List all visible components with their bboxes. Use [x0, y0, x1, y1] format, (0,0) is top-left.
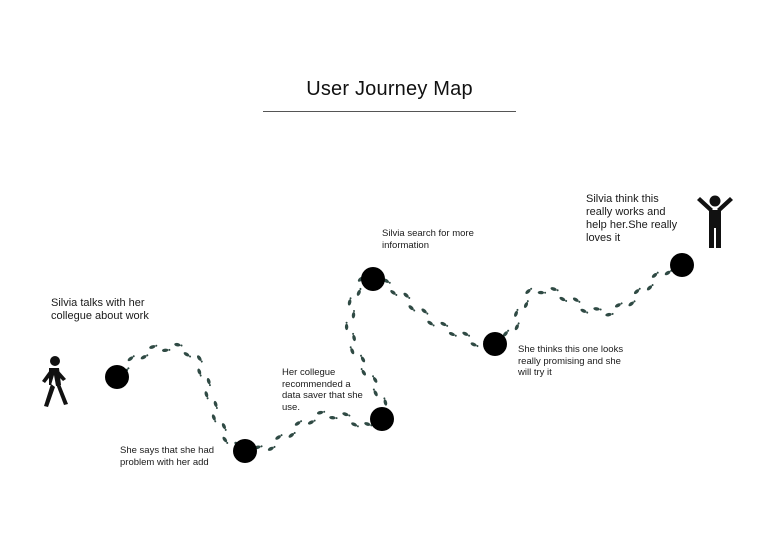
- footprint: [222, 436, 229, 444]
- footprint: [646, 284, 654, 291]
- footprint: [196, 355, 203, 363]
- footprint: [267, 445, 276, 451]
- milestone-1: [105, 365, 129, 389]
- footprint: [559, 296, 568, 302]
- footprint: [294, 420, 303, 426]
- footprint: [593, 307, 602, 311]
- footprint: [408, 305, 416, 312]
- note-loves: Silvia think this really works and help …: [586, 193, 678, 244]
- footprint: [514, 322, 520, 331]
- footprint: [213, 400, 218, 410]
- footprint: [183, 352, 192, 358]
- footprint: [427, 320, 435, 327]
- celebrating-person-icon: [697, 195, 733, 248]
- footprint: [356, 287, 362, 296]
- footprint: [288, 431, 296, 438]
- footprint: [329, 415, 338, 420]
- footprint: [347, 297, 352, 306]
- footprint: [344, 321, 349, 331]
- footprint: [360, 368, 367, 376]
- footprint: [221, 423, 227, 431]
- milestone-3: [370, 407, 394, 431]
- footprint: [572, 297, 581, 303]
- footprint: [364, 422, 373, 427]
- footprint: [383, 397, 388, 406]
- footprint: [349, 346, 355, 355]
- note-promising: She thinks this one looks really promisi…: [518, 344, 624, 378]
- footprint: [537, 290, 547, 295]
- footprint: [372, 388, 378, 397]
- footprint: [550, 287, 559, 292]
- milestone-5: [483, 332, 507, 356]
- footprint: [316, 410, 326, 415]
- milestone-6: [670, 253, 694, 277]
- note-problem: She says that she had problem with her a…: [120, 445, 215, 468]
- footprint: [514, 308, 519, 317]
- note-recommended: Her collegue recommended a data saver th…: [282, 367, 363, 413]
- footprint: [162, 348, 171, 353]
- footprint: [204, 391, 209, 400]
- footprint: [127, 355, 135, 362]
- title-underline: [263, 111, 516, 112]
- footprint: [448, 331, 457, 337]
- footprint: [614, 302, 623, 308]
- footprint: [342, 412, 351, 417]
- footprint: [462, 331, 471, 337]
- footprint: [352, 332, 356, 342]
- footprint: [628, 300, 636, 307]
- footprint: [440, 321, 449, 327]
- footprint: [390, 290, 398, 296]
- footprint: [206, 377, 211, 387]
- footprint: [633, 287, 641, 295]
- milestone-4: [361, 267, 385, 291]
- footprint: [174, 342, 183, 347]
- footprint: [372, 375, 378, 383]
- footprint: [149, 344, 158, 349]
- walking-person-icon: [42, 356, 68, 407]
- footprint: [275, 434, 283, 440]
- footprint: [359, 354, 366, 363]
- footprint: [403, 292, 411, 299]
- milestone-2: [233, 439, 257, 463]
- footprint: [580, 308, 589, 314]
- footprint: [523, 300, 529, 308]
- footprint: [470, 342, 479, 348]
- footprint: [307, 419, 316, 425]
- footprint: [351, 422, 359, 428]
- milestones: [105, 253, 694, 463]
- note-search: Silvia search for more information: [382, 228, 474, 251]
- footprint: [502, 329, 510, 337]
- footprint: [211, 414, 217, 423]
- footprint: [140, 354, 149, 360]
- footprint: [605, 312, 614, 317]
- page-title: User Journey Map: [306, 78, 473, 100]
- footprint: [421, 308, 429, 315]
- footprint: [351, 310, 356, 319]
- footprint: [651, 271, 659, 278]
- note-talks: Silvia talks with her collegue about wor…: [51, 297, 149, 322]
- footprint: [197, 368, 202, 377]
- footprint: [525, 287, 533, 294]
